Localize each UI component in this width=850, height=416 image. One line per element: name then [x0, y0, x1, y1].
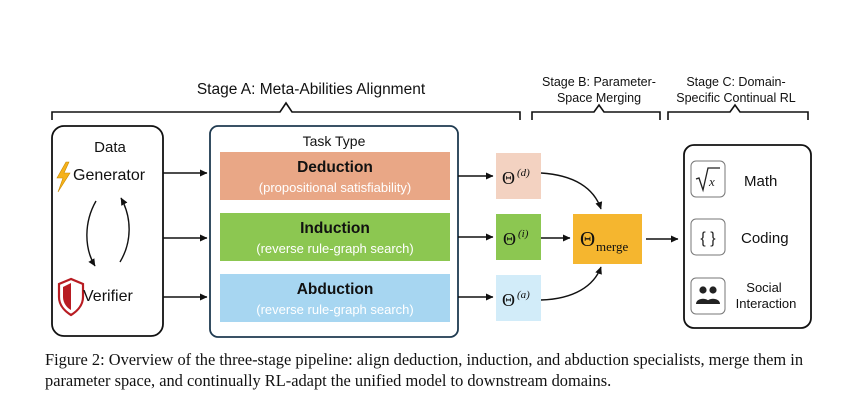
- induction-box: [220, 213, 450, 261]
- stage-c-brace: [667, 103, 809, 120]
- merge-box: [573, 214, 642, 264]
- arrow-theta-d-merge: [540, 172, 603, 210]
- social-icon: [690, 277, 726, 315]
- deduction-box: [220, 152, 450, 200]
- social-label-line1: Social: [746, 280, 782, 295]
- abduction-sub: (reverse rule-graph search): [256, 302, 414, 317]
- arrow-theta-a-merge: [540, 266, 602, 301]
- abduction-box: [220, 274, 450, 322]
- cycle-arrow-down: [86, 200, 97, 267]
- stage-b-label-line2: Space Merging: [557, 91, 641, 105]
- induction-label: Induction: [300, 220, 370, 237]
- deduction-label: Deduction: [297, 159, 373, 176]
- deduction-sub: (propositional satisfiability): [259, 180, 411, 195]
- verifier-label: Verifier: [83, 288, 133, 305]
- theta-d-symbol: Θ: [502, 168, 515, 188]
- generator-label: Generator: [73, 167, 146, 184]
- coding-icon: [690, 218, 726, 256]
- data-box-title: Data: [94, 139, 126, 156]
- theta-i-superscript: (i): [518, 228, 529, 240]
- math-icon: [690, 160, 726, 198]
- theta-a-box: [496, 275, 541, 321]
- task-type-title: Task Type: [303, 133, 366, 149]
- theta-i-symbol: Θ: [503, 229, 516, 249]
- stage-c-label-line2: Specific Continual RL: [676, 91, 796, 105]
- theta-merge-symbol: Θ: [580, 227, 595, 251]
- theta-merge-subscript: merge: [596, 239, 628, 254]
- theta-i-box: [496, 214, 541, 260]
- figure-caption: Figure 2: Overview of the three-stage pi…: [45, 350, 804, 390]
- theta-d-box: [496, 153, 541, 199]
- social-label-line2: Interaction: [736, 296, 797, 311]
- induction-sub: (reverse rule-graph search): [256, 241, 414, 256]
- math-label: Math: [744, 173, 777, 190]
- cycle-arrow-up: [119, 197, 130, 263]
- theta-a-superscript: (a): [517, 289, 530, 301]
- braces-glyph: { }: [700, 230, 716, 247]
- coding-label: Coding: [741, 230, 789, 247]
- theta-a-symbol: Θ: [502, 290, 515, 310]
- theta-d-superscript: (d): [517, 167, 530, 179]
- sqrt-glyph: [695, 167, 720, 193]
- sqrt-x-glyph: x: [708, 174, 715, 189]
- stage-c-label-line1: Stage C: Domain-: [686, 75, 785, 89]
- people-icon: [696, 286, 720, 304]
- stage-a-brace: [51, 101, 521, 120]
- abduction-label: Abduction: [297, 281, 374, 298]
- stage-b-label-line1: Stage B: Parameter-: [542, 75, 656, 89]
- stage-b-brace: [531, 103, 661, 120]
- stage-a-label: Stage A: Meta-Abilities Alignment: [197, 81, 426, 98]
- shield-icon: [57, 277, 85, 317]
- lightning-icon: [56, 161, 71, 193]
